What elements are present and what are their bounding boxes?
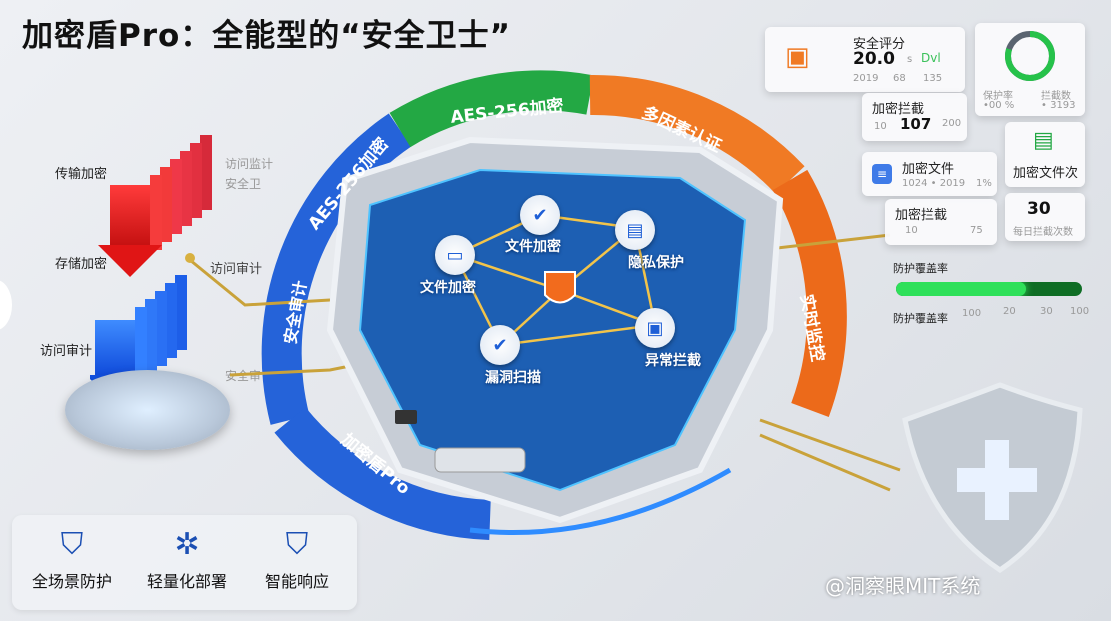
card-count-30: 30 每日拦截次数 (1005, 193, 1085, 241)
card-title: 安全评分 (853, 37, 906, 52)
feature-lightweight: ✲ 轻量化部署 (132, 527, 242, 592)
coverage-tick: 100 (1070, 306, 1090, 317)
card-value: 30 (1027, 199, 1051, 219)
card-title: 加密拦截 (895, 208, 948, 223)
card-sub: 135 (923, 73, 943, 84)
card-sub: 1024 • 2019 (902, 178, 966, 189)
page-title: 加密盾Pro：全能型的“安全卫士” (22, 18, 512, 54)
ring-segment-orange-right (772, 169, 847, 417)
card-sub: 10 (874, 121, 887, 132)
card-value: 107 (900, 115, 932, 133)
monitor-icon[interactable]: ▭ (435, 235, 475, 275)
card-sub: 200 (942, 118, 962, 129)
node-label: 异常拦截 (645, 353, 701, 369)
label-storage-encryption: 存储加密 (55, 257, 108, 272)
card-block: 加密拦截 10 75 (885, 199, 997, 245)
ring-segment-orange (589, 74, 805, 194)
card-unit: s (907, 54, 913, 65)
feature-label: 智能响应 (264, 572, 329, 591)
coverage-tick: 100 (962, 308, 982, 319)
card-sub: 1% (976, 178, 992, 189)
card-sub: 75 (970, 225, 983, 236)
device-screen-edge (358, 168, 747, 492)
certificate-icon: ▣ (785, 42, 810, 72)
card-title: 加密拦截 (872, 102, 925, 117)
card-file-count: ▤ 加密文件次 (1005, 122, 1085, 187)
smart-shield-icon: ⛉ (285, 527, 309, 562)
usb-port (395, 410, 417, 424)
edge-blob (0, 280, 12, 330)
ring-segment-blue (261, 113, 412, 425)
node-label: 隐私保护 (628, 255, 684, 271)
device-glow (469, 467, 732, 535)
feature-label: 轻量化部署 (146, 572, 227, 591)
gauge-ring (1005, 31, 1055, 81)
coverage-bar (896, 282, 1082, 296)
card-sub: 68 (893, 73, 906, 84)
node-label: 文件加密 (420, 280, 476, 296)
gauge-right-label: 拦截数 (1041, 91, 1071, 102)
card-gauge: 保护率 •00 % 拦截数 • 3193 (975, 23, 1085, 116)
card-sub: 10 (905, 225, 918, 236)
card-sub: 每日拦截次数 (1013, 227, 1073, 238)
center-shield-icon (544, 271, 576, 304)
card-intercept: 加密拦截 10 107 200 (862, 93, 967, 141)
shield-icon: ⛉ (60, 527, 84, 562)
computer-icon[interactable]: ▤ (615, 210, 655, 250)
feature-smart-response: ⛉ 智能响应 (242, 527, 352, 592)
ring-segment-blue-bottom (274, 407, 492, 540)
label-access-audit: 访问审计 (40, 344, 93, 359)
document-icon: ▤ (1033, 128, 1054, 153)
coverage-label-top: 防护覆盖率 (893, 262, 948, 275)
label-transmission-encryption: 传输加密 (55, 167, 108, 182)
feature-all-scenario: ⛉ 全场景防护 (17, 527, 127, 592)
shield-cross (957, 468, 1037, 492)
connector-knob (185, 253, 195, 263)
coverage-tick: 30 (1040, 306, 1053, 317)
faint-label: 访问监计 (225, 157, 274, 171)
coverage-bar-fill (896, 282, 1027, 296)
server-icon[interactable]: ▣ (635, 308, 675, 348)
file-icon: ≡ (872, 164, 892, 184)
card-security-score: ▣ 安全评分 20.0 s Dvl 2019 68 135 (765, 27, 965, 92)
red-arrow-icon (98, 135, 212, 277)
gauge-fill (1005, 31, 1055, 81)
feature-label: 全场景防护 (31, 572, 112, 591)
features-panel: ⛉ 全场景防护 ✲ 轻量化部署 ⛉ 智能响应 (12, 515, 357, 610)
ring-segment-green (389, 70, 594, 148)
gauge-left-label: 保护率 (983, 91, 1013, 102)
watermark: @洞察眼MIT系统 (825, 574, 981, 598)
node-label: 文件加密 (505, 239, 561, 255)
card-title: 加密文件次 (1013, 166, 1079, 181)
node-label: 漏洞扫描 (485, 370, 541, 386)
gauge-left-value: •00 % (983, 100, 1015, 111)
gold-connectors (189, 233, 901, 492)
check-shield-icon[interactable]: ✔ (480, 325, 520, 365)
card-tag: Dvl (921, 51, 941, 65)
card-encrypted-files[interactable]: ≡ 加密文件 1024 • 2019 1% (862, 152, 997, 196)
card-sub: 2019 (853, 73, 879, 84)
port-panel (434, 447, 526, 473)
faint-label: 安全卫 (225, 177, 262, 191)
shield-icon[interactable]: ✔ (520, 195, 560, 235)
network-icon: ✲ (174, 527, 200, 562)
card-value: 20.0 (853, 49, 895, 69)
pedestal (65, 370, 230, 450)
gauge-right-value: • 3193 (1041, 100, 1076, 111)
card-title: 加密文件 (902, 162, 955, 177)
coverage-tick: 20 (1003, 306, 1016, 317)
connector-label: 访问审计 (210, 262, 263, 277)
coverage-label-bottom: 防护覆盖率 (893, 312, 948, 325)
